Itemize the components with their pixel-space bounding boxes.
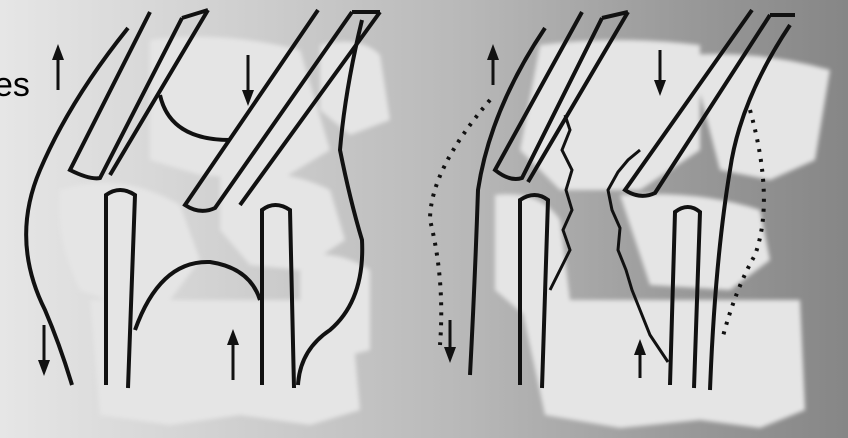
left-arrow-up-topleft (52, 44, 64, 90)
left-joint-panel (26, 10, 390, 425)
right-capsule-dotted-left (430, 100, 490, 345)
right-arrow-up-topleft (487, 44, 499, 85)
right-arrow-down-bottomleft (444, 320, 456, 363)
right-joint-panel (430, 10, 830, 428)
left-arrow-down-bottomleft (38, 325, 50, 376)
